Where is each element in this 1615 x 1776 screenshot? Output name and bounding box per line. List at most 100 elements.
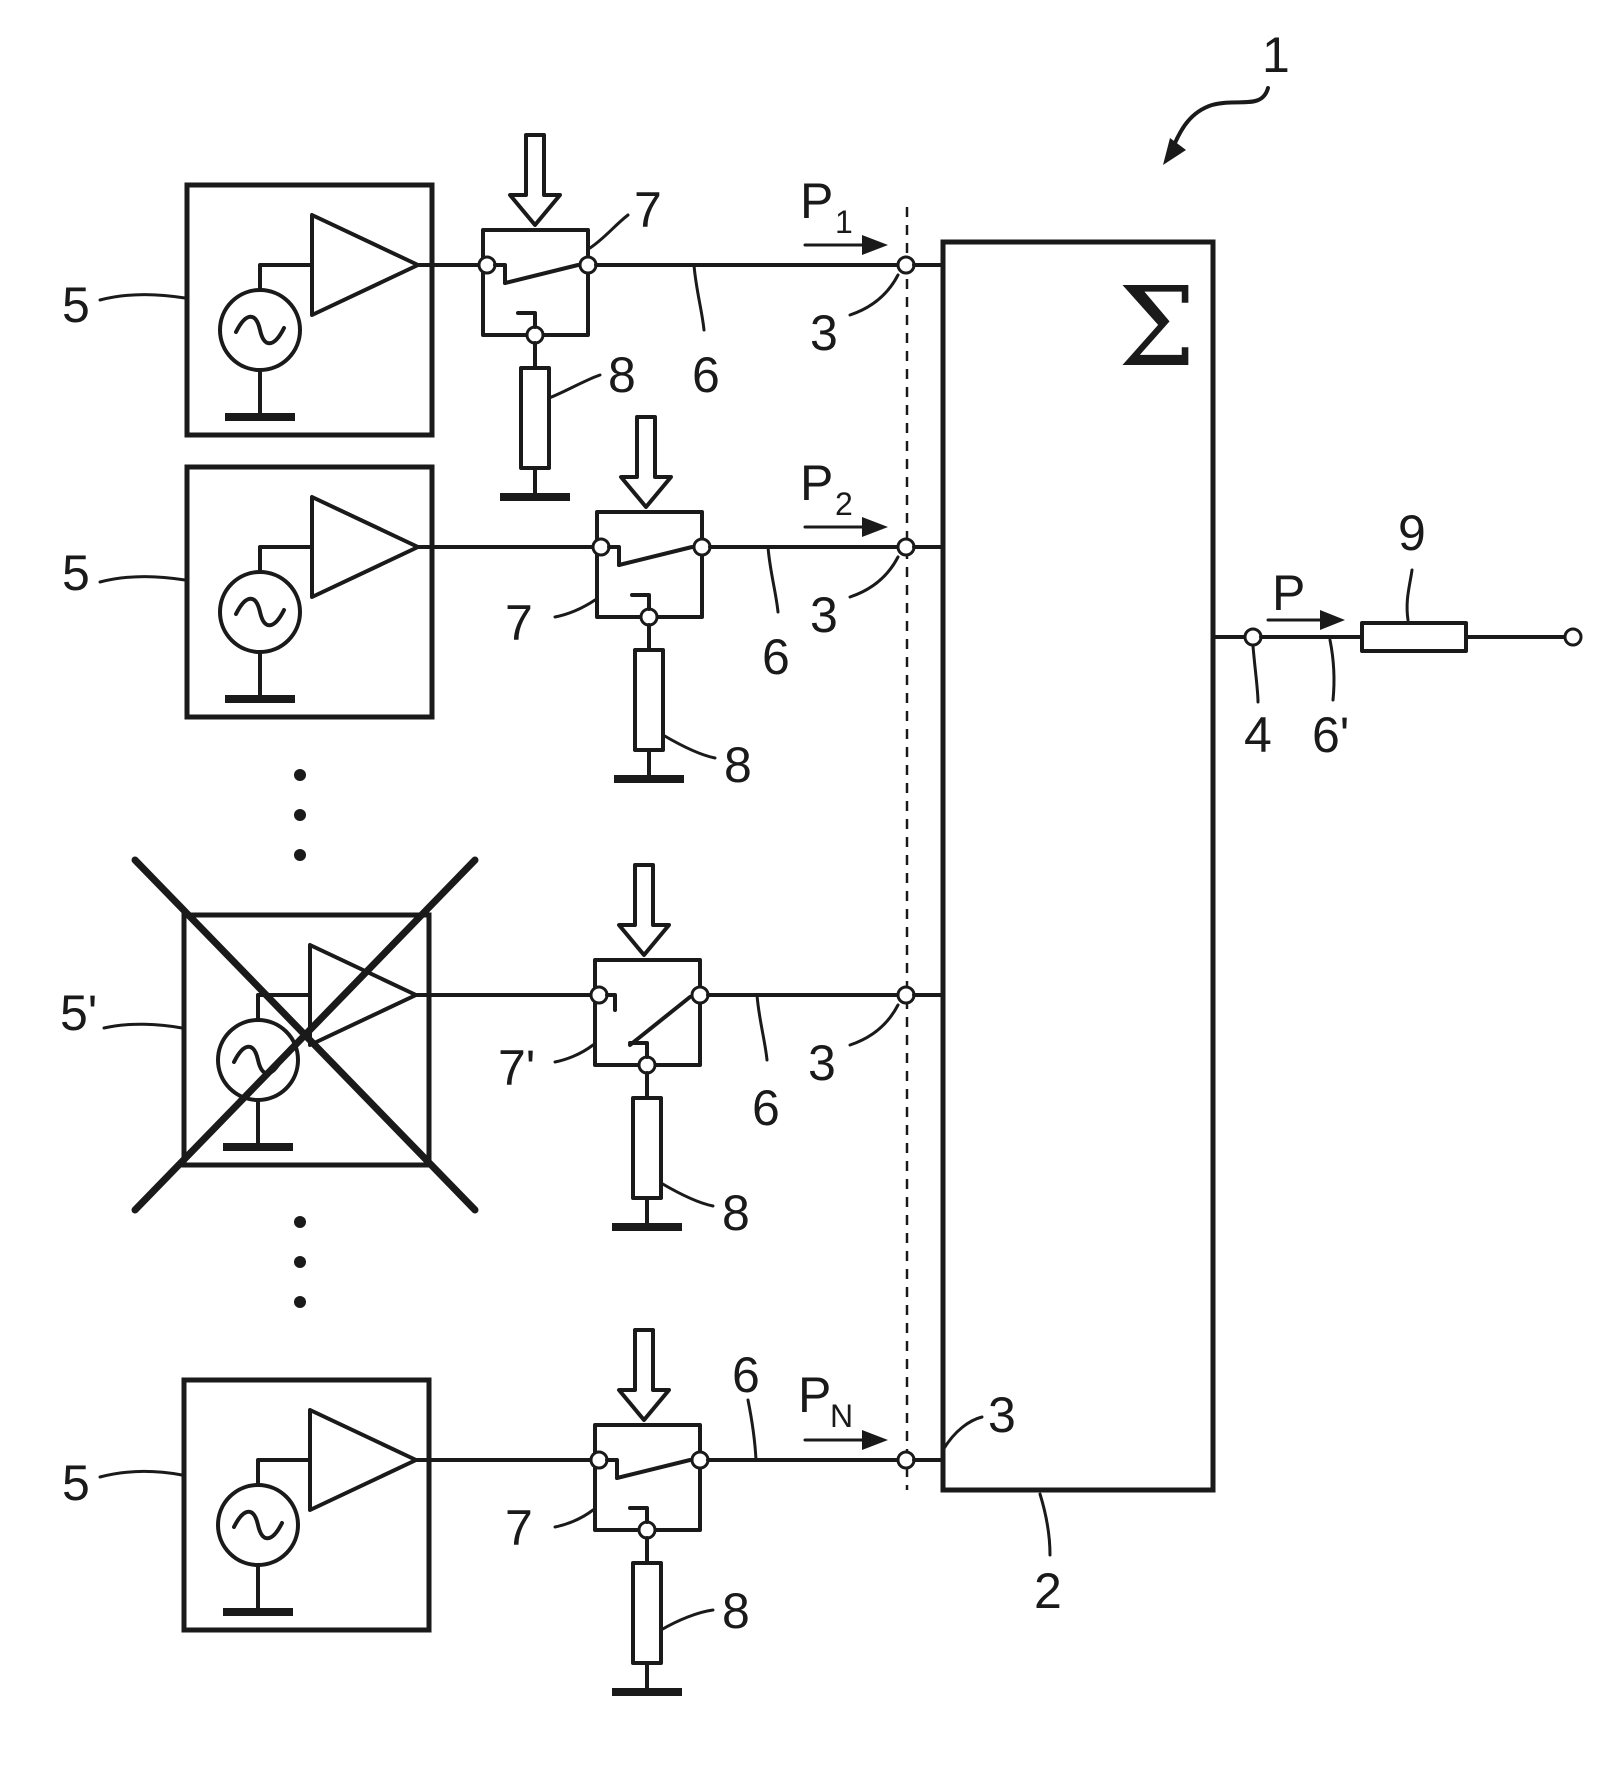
system-reference: 1 <box>1163 27 1290 165</box>
combiner-sigma-symbol: Σ <box>1118 263 1196 391</box>
input-port-node <box>898 1452 914 1468</box>
label-output-port: 4 <box>1244 707 1272 763</box>
label-output-line: 6' <box>1312 707 1349 763</box>
combiner-block: Σ 2 <box>943 242 1213 1619</box>
label-termination: 8 <box>724 737 752 793</box>
power-arrowhead-icon <box>862 1430 888 1450</box>
label-power: P <box>800 173 833 229</box>
port-leader <box>850 557 898 597</box>
termination-leader <box>661 1610 713 1630</box>
amplifier-triangle-icon <box>312 215 418 315</box>
sine-wave-icon <box>236 317 284 344</box>
label-power: P <box>800 455 833 511</box>
module-leader <box>100 577 185 583</box>
output-port-leader <box>1253 646 1258 702</box>
output-port-node <box>1245 629 1261 645</box>
label-switch: 7 <box>634 182 662 238</box>
output-terminal-node <box>1565 629 1581 645</box>
label-switch: 7 <box>505 595 533 651</box>
control-arrow-icon <box>619 865 669 955</box>
label-module: 5 <box>62 545 90 601</box>
switch-leader <box>590 215 628 248</box>
reference-arrowhead-icon <box>1163 138 1186 165</box>
switch-blade <box>617 1460 690 1478</box>
combiner-rect <box>943 242 1213 1490</box>
switch-output-node <box>580 257 596 273</box>
source-to-amp-wire <box>260 265 312 290</box>
label-power-subscript: 2 <box>835 486 853 522</box>
switch-output-node <box>692 1452 708 1468</box>
line-leader <box>694 265 704 330</box>
ellipsis-dot <box>294 1216 306 1228</box>
sine-wave-icon <box>236 599 284 626</box>
input-port-node <box>898 539 914 555</box>
label-power-subscript: N <box>830 1398 853 1434</box>
termination-resistor <box>633 1098 661 1198</box>
switch-termination-node <box>527 327 543 343</box>
module-leader <box>100 295 185 301</box>
label-module: 5 <box>62 1455 90 1511</box>
switch-termination-contact <box>630 1508 647 1522</box>
switch-pole <box>495 265 505 283</box>
ellipsis-dot <box>294 769 306 781</box>
label-switch-failed: 7' <box>498 1040 535 1096</box>
switch-termination-contact <box>518 313 535 327</box>
port-leader <box>850 1005 898 1045</box>
label-line: 6 <box>762 629 790 685</box>
combiner-leader <box>1040 1494 1050 1555</box>
ellipsis-dot <box>294 1296 306 1308</box>
label-system: 1 <box>1262 27 1290 83</box>
termination-leader <box>661 1183 713 1206</box>
amplifier-triangle-icon <box>312 497 418 597</box>
switch-termination-node <box>641 609 657 625</box>
control-arrow-icon <box>621 417 671 507</box>
label-port: 3 <box>808 1035 836 1091</box>
stage-2: 5 7 8 6 3 P 2 <box>62 417 943 793</box>
switch-termination-node <box>639 1057 655 1073</box>
output-power-arrowhead-icon <box>1320 610 1345 630</box>
switch-pole <box>609 547 619 565</box>
termination-resistor <box>521 368 549 468</box>
amplifier-triangle-icon <box>310 945 416 1045</box>
label-power-subscript: 1 <box>835 204 853 240</box>
line-leader <box>757 995 767 1060</box>
label-power: P <box>798 1367 831 1423</box>
switch-leader <box>555 1045 593 1062</box>
switch-blade <box>619 547 692 565</box>
label-combiner: 2 <box>1034 1563 1062 1619</box>
label-port: 3 <box>988 1387 1016 1443</box>
label-switch: 7 <box>505 1500 533 1556</box>
port-leader <box>850 275 898 315</box>
ellipsis-dot <box>294 809 306 821</box>
power-arrowhead-icon <box>862 235 888 255</box>
label-port: 3 <box>810 305 838 361</box>
switch-leader <box>555 600 595 617</box>
switch-input-node <box>591 1452 607 1468</box>
label-port: 3 <box>810 587 838 643</box>
module-leader <box>100 1472 182 1478</box>
amplifier-triangle-icon <box>310 1410 416 1510</box>
stage-n: 5 7 8 6 3 P N <box>62 1330 1016 1692</box>
switch-input-node <box>591 987 607 1003</box>
power-arrowhead-icon <box>862 517 888 537</box>
line-leader <box>768 547 778 612</box>
load-resistor <box>1362 623 1466 651</box>
output-line-leader <box>1330 640 1334 700</box>
stage-failed: 5' 7' 8 6 3 <box>60 860 943 1241</box>
termination-leader <box>663 735 715 758</box>
switch-termination-contact <box>632 595 649 609</box>
label-line: 6 <box>732 1347 760 1403</box>
port-leader <box>943 1417 982 1450</box>
ellipsis-lower <box>294 1216 306 1308</box>
input-port-node <box>898 257 914 273</box>
switch-blade <box>505 265 578 283</box>
switch-termination-node <box>639 1522 655 1538</box>
control-arrow-icon <box>510 135 560 225</box>
label-termination: 8 <box>608 347 636 403</box>
label-termination: 8 <box>722 1185 750 1241</box>
control-arrow-icon <box>619 1330 669 1420</box>
source-to-amp-wire <box>258 1460 310 1485</box>
label-module: 5 <box>62 277 90 333</box>
ellipsis-dot <box>294 1256 306 1268</box>
